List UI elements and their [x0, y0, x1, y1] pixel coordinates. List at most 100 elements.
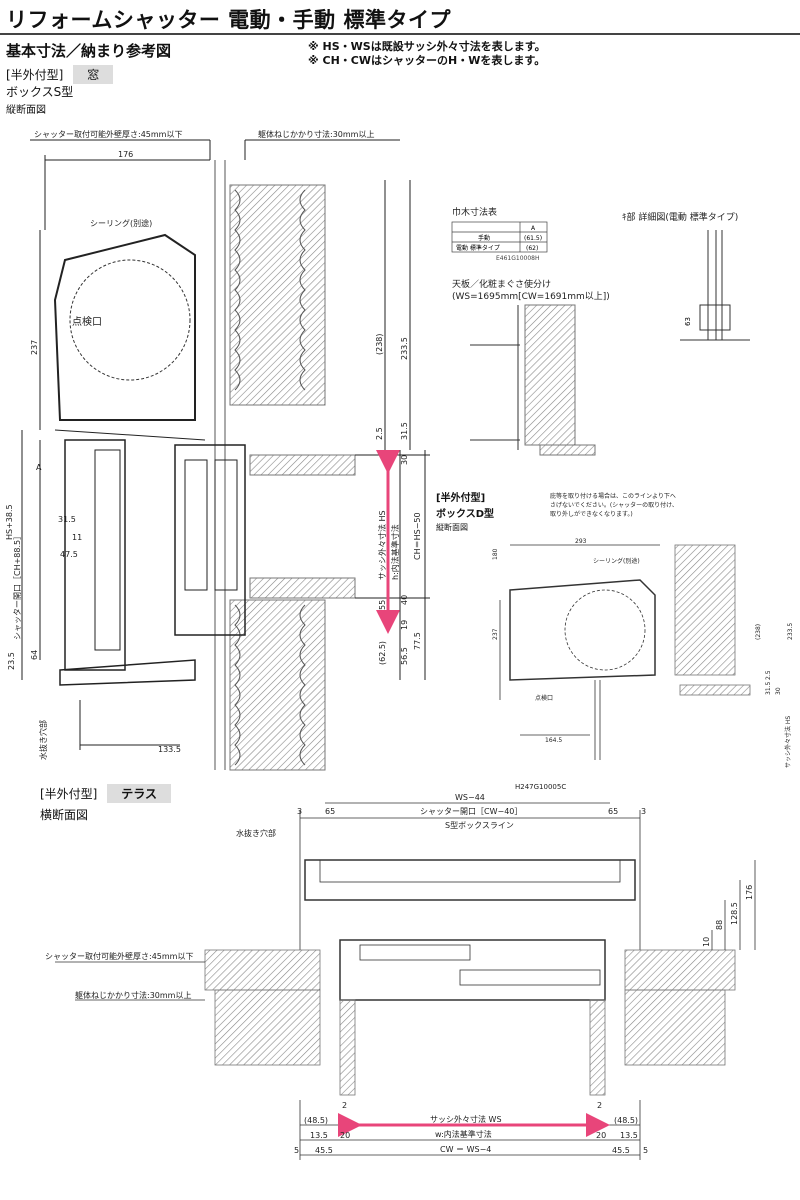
section-d-view: 縦断面図 [436, 523, 468, 532]
baseboard-title: 巾木寸法表 [452, 206, 497, 218]
drain-label: 水抜き穴部 [38, 720, 48, 760]
section-b-type-label: [半外付型] [40, 787, 98, 801]
section-b-type-value: テラス [107, 784, 171, 803]
dim-133-5: 133.5 [158, 745, 181, 754]
dim-176: 176 [118, 150, 133, 159]
section-a-type-label: [半外付型] [6, 68, 64, 82]
detail-title: ｷ部 詳細図(電動 標準タイプ) [622, 211, 738, 223]
section-d-dim-238: (238) [755, 624, 762, 640]
section-d-sealing: シーリング(別途) [593, 557, 640, 565]
dim-30: 30 [400, 455, 409, 465]
section-b-dim-5-right: 5 [643, 1146, 648, 1155]
section-b-dim-65-right: 65 [608, 807, 618, 816]
section-b-dim-48-5-left: (48.5) [304, 1116, 328, 1125]
section-a-type-value: 窓 [73, 65, 114, 84]
section-b-view: 横断面図 [40, 808, 89, 822]
detail-drawing: ｷ部 詳細図(電動 標準タイプ) 63 [622, 211, 750, 341]
section-b-dim-48-5-right: (48.5) [614, 1116, 638, 1125]
section-d-drawing [499, 544, 751, 760]
section-d-dim-31-5: 31.5 [765, 681, 772, 695]
section-b-screw-note: 躯体ねじかかり寸法:30mm以上 [75, 990, 191, 1000]
marker-a: A [36, 463, 42, 472]
section-d-type: [半外付型] [436, 493, 486, 504]
section-d-dim-30: 30 [775, 687, 782, 695]
baseboard-row2-value: (62) [526, 245, 538, 252]
section-b-code: H247G10005C [515, 783, 566, 791]
section-b-dim-65-left: 65 [325, 807, 335, 816]
section-b-wall-note: シャッター取付可能外壁厚さ:45mm以下 [45, 951, 193, 961]
section-b-dim-88: 88 [715, 920, 724, 930]
dim-56-5: 56.5 [400, 647, 409, 665]
baseboard-row1-name: 手動 [478, 234, 490, 242]
section-a-labels: シャッター取付可能外壁厚さ:45mm以下 躯体ねじかかり寸法:30mm以上 17… [5, 129, 422, 760]
dim-2-5: 2.5 [375, 427, 384, 440]
section-d-note-2: さげないでください。(シャッターの取り付け、 [550, 501, 678, 509]
section-b-dim-5-left: 5 [294, 1146, 299, 1155]
section-b-dim-45-5-left: 45.5 [315, 1146, 333, 1155]
section-b-ws44: WS−44 [455, 793, 485, 802]
section-b-dim-20-right: 20 [596, 1131, 606, 1140]
section-b-labels: WS−44 シャッター開口［CW−40］ S型ボックスライン 水抜き穴部 シャッ… [45, 793, 754, 1155]
ceiling-detail: 天板／化粧まぐさ使分け (WS=1695mm[CW=1691mm以上]) [452, 278, 610, 456]
section-d-dim-180: 180 [492, 548, 499, 560]
dim-238: (238) [375, 333, 384, 355]
detail-dim: 63 [684, 317, 692, 326]
section-d-dim-2-5: 2.5 [765, 670, 772, 680]
page-title: リフォームシャッター 電動・手動 標準タイプ [6, 8, 451, 32]
section-b-cw: CW ＝ WS−4 [440, 1145, 491, 1154]
dim-19: 19 [400, 620, 409, 630]
shutter-opening: シャッター開口［CH+88.5］ [13, 532, 22, 640]
dim-237: 237 [30, 340, 39, 355]
screw-note: 躯体ねじかかり寸法:30mm以上 [258, 129, 374, 139]
title-rule [0, 33, 800, 35]
section-a-drawing [21, 139, 430, 771]
dim-11: 11 [72, 533, 82, 542]
baseboard-row1-value: (61.5) [524, 235, 542, 242]
dim-233-5: 233.5 [400, 337, 409, 360]
note-hs-ws: ※ HS・WSは既設サッシ外々寸法を表します。 [308, 40, 546, 53]
section-b-dim-20-left: 20 [340, 1131, 350, 1140]
section-b-dim-176: 176 [745, 885, 754, 900]
section-b-dim-45-5-right: 45.5 [612, 1146, 630, 1155]
baseboard-row2-name: 電動 標準タイプ [456, 244, 500, 252]
sash-outer-hs: サッシ外々寸法 HS [377, 510, 387, 580]
note-ch-cw: ※ CH・CWはシャッターのH・Wを表します。 [308, 54, 546, 67]
section-b-boxline: S型ボックスライン [445, 821, 514, 830]
section-b-dim-13-5-right: 13.5 [620, 1131, 638, 1140]
section-d-dim-164-5: 164.5 [545, 737, 562, 744]
ceiling-title: 天板／化粧まぐさ使分け [452, 278, 551, 290]
dim-64: 64 [30, 650, 39, 660]
section-d-box: ボックスD型 [436, 509, 495, 520]
section-b-dim-128-5: 128.5 [730, 902, 739, 925]
section-b-dim-3-left: 3 [297, 807, 302, 816]
section-d-labels: 庇等を取り付ける場合は、このラインより下へ さげないでください。(シャッターの取… [492, 492, 794, 768]
section-b-type: [半外付型] テラス [40, 784, 171, 803]
section-a-view: 縦断面図 [6, 105, 46, 116]
ceiling-sub: (WS=1695mm[CW=1691mm以上]) [452, 291, 610, 302]
section-d-note-1: 庇等を取り付ける場合は、このラインより下へ [550, 492, 676, 500]
section-b-opening: シャッター開口［CW−40］ [420, 807, 522, 816]
section-b-dim-13-5-left: 13.5 [310, 1131, 328, 1140]
dim-47-5: 47.5 [60, 550, 78, 559]
section-a-box: ボックスS型 [6, 85, 74, 99]
section-heading: 基本寸法／納まり参考図 [6, 42, 172, 60]
section-b-drawing [55, 802, 756, 1160]
sealing-label: シーリング(別途) [90, 218, 152, 228]
section-b-dim-10: 10 [702, 937, 711, 947]
section-d-dim-293: 293 [575, 538, 587, 545]
hs-plus: HS+38.5 [5, 504, 14, 540]
dim-31-5: 31.5 [58, 515, 76, 524]
section-d-note-3: 取り外しができなくなります。) [550, 510, 633, 518]
inspection-label: 点検口 [72, 315, 102, 328]
dim-55: 55 [378, 600, 387, 610]
section-b-inner: w:内法基準寸法 [435, 1129, 492, 1139]
wall-thickness-note: シャッター取付可能外壁厚さ:45mm以下 [34, 129, 182, 139]
section-d-inspection: 点検口 [535, 694, 553, 702]
section-b-dim-2-right: 2 [597, 1101, 602, 1110]
ch-formula: CH＝HS−50 [413, 512, 422, 560]
baseboard-code: E461G10008H [496, 255, 540, 262]
section-b-dim-2-left: 2 [342, 1101, 347, 1110]
baseboard-header: A [531, 225, 536, 232]
section-b-sash: サッシ外々寸法 WS [430, 1114, 502, 1124]
